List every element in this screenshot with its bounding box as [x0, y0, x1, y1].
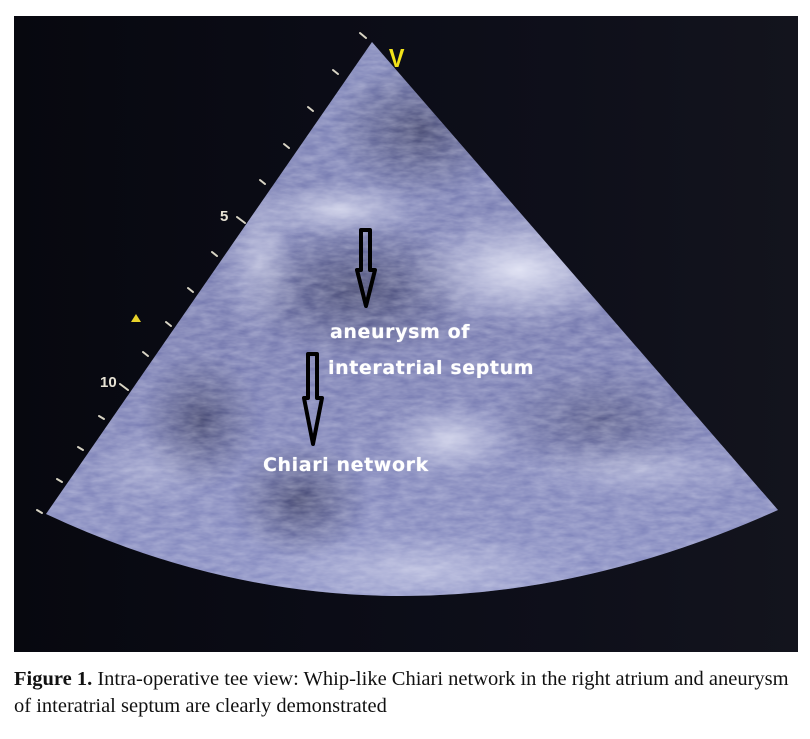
depth-ticks	[36, 32, 367, 514]
echocardiogram-image: V 5 10 aneurysm of interatrial septum Ch…	[14, 16, 798, 652]
down-arrow-icon	[302, 352, 324, 446]
ultrasound-sector	[36, 32, 778, 597]
aneurysm-label-line2: interatrial septum	[328, 357, 535, 379]
orientation-marker: V	[388, 43, 405, 73]
down-arrow-icon	[355, 228, 377, 308]
aneurysm-label-line1: aneurysm of	[330, 321, 471, 343]
chiari-network-label: Chiari network	[263, 454, 429, 476]
caption-text: Intra-operative tee view: Whip-like Chia…	[14, 668, 789, 717]
figure-label: Figure 1.	[14, 668, 93, 690]
triangle-focus-icon	[131, 314, 141, 322]
depth-label-10: 10	[100, 374, 117, 391]
figure-caption: Figure 1. Intra-operative tee view: Whip…	[14, 666, 804, 720]
depth-label-5: 5	[220, 208, 229, 225]
